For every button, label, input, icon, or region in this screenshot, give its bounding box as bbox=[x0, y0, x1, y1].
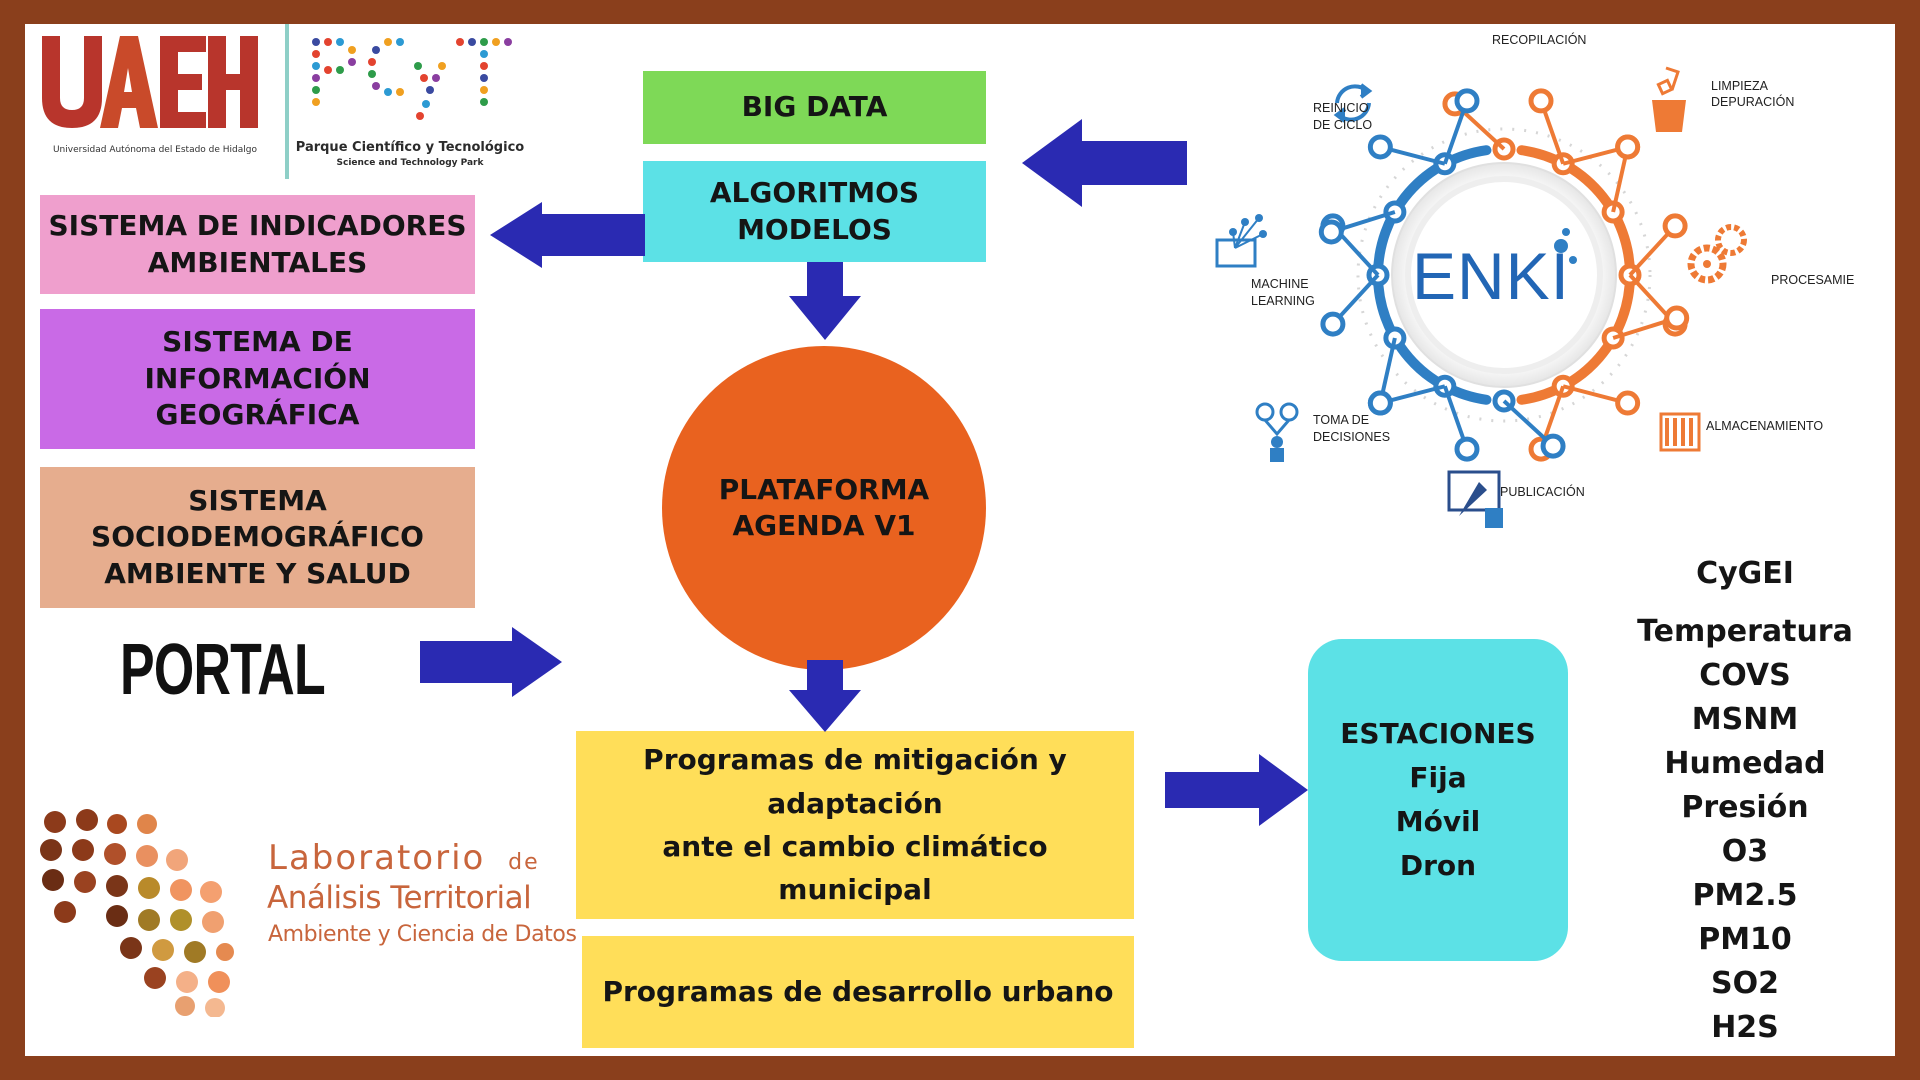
plataforma-line-2: AGENDA V1 bbox=[732, 509, 916, 542]
sociodemografico-box: SISTEMA SOCIODEMOGRÁFICO AMBIENTE Y SALU… bbox=[40, 467, 475, 608]
enki-label-recopilacion: RECOPILACIÓN bbox=[1492, 32, 1586, 47]
enki-end-node bbox=[1454, 88, 1480, 114]
variable-item: MSNM bbox=[1691, 702, 1799, 737]
arrow-enki-to-bigdata bbox=[1022, 119, 1187, 207]
plataforma-line-1: PLATAFORMA bbox=[718, 472, 930, 506]
enki-label-publicacion: PUBLICACIÓN bbox=[1500, 484, 1585, 499]
enki-label-almacenamiento: ALMACENAMIENTO bbox=[1706, 419, 1823, 433]
enki-ring-node bbox=[1383, 200, 1407, 224]
variable-item: Presión bbox=[1681, 790, 1809, 825]
arrow-mitigacion-to-estaciones bbox=[1165, 754, 1308, 826]
enki-label-procesamiento: PROCESAMIENTO bbox=[1771, 273, 1855, 287]
arrow-algoritmos-to-plataforma bbox=[789, 262, 861, 340]
lab-title: Laboratorio de bbox=[268, 838, 540, 878]
variables-list: CyGEI Temperatura COVS MSNM Humedad Pres… bbox=[1620, 552, 1870, 1050]
arrow-plataforma-to-mitigacion bbox=[789, 660, 861, 732]
enki-end-node bbox=[1664, 305, 1690, 331]
refresh-icon bbox=[1333, 83, 1373, 123]
mitigacion-line-1: Programas de mitigación y bbox=[643, 743, 1067, 777]
rocket-icon bbox=[1447, 470, 1503, 528]
socio-line-3: AMBIENTE Y SALUD bbox=[104, 556, 411, 590]
gears-icon bbox=[1687, 224, 1747, 284]
uaeh-caption: Universidad Autónoma del Estado de Hidal… bbox=[52, 145, 258, 155]
variable-item: H2S bbox=[1711, 1010, 1779, 1045]
estaciones-line-4: Dron bbox=[1399, 849, 1477, 883]
enki-center-label: ENKI bbox=[1412, 239, 1570, 313]
portal-label: PORTAL bbox=[120, 630, 326, 710]
enki-end-node bbox=[1615, 134, 1641, 160]
enki-end-node bbox=[1318, 219, 1344, 245]
indicadores-line-2: AMBIENTALES bbox=[147, 245, 368, 279]
arrow-portal-to-plataforma bbox=[420, 627, 562, 697]
variable-item: SO2 bbox=[1711, 966, 1779, 1001]
desarrollo-box: Programas de desarrollo urbano bbox=[582, 936, 1134, 1048]
uaeh-pcyt-logo: Universidad Autónoma del Estado de Hidal… bbox=[25, 24, 530, 179]
pcyt-subtitle: Science and Technology Park bbox=[336, 158, 484, 168]
enki-end-node bbox=[1540, 433, 1566, 459]
variable-item: PM10 bbox=[1698, 922, 1792, 957]
estaciones-line-2: Fija bbox=[1409, 760, 1467, 794]
machine-learning-icon bbox=[1215, 214, 1267, 268]
enki-ring-node bbox=[1601, 326, 1625, 350]
lab-ambiente: Ambiente y Ciencia de Datos bbox=[268, 922, 577, 947]
lab-analisis: Análisis Territorial bbox=[267, 880, 532, 916]
estaciones-box: ESTACIONES Fija Móvil Dron bbox=[1308, 639, 1568, 961]
enki-end-node bbox=[1528, 88, 1554, 114]
algoritmos-line-1: ALGORITMOS bbox=[709, 176, 920, 210]
informacion-line-2: GEOGRÁFICA bbox=[155, 398, 360, 432]
bucket-icon bbox=[1652, 66, 1686, 132]
variable-item: PM2.5 bbox=[1692, 878, 1798, 913]
indicadores-box: SISTEMA DE INDICADORES AMBIENTALES bbox=[40, 195, 475, 294]
socio-line-1: SISTEMA bbox=[188, 483, 327, 517]
enki-end-node bbox=[1367, 134, 1393, 160]
variable-item: Temperatura bbox=[1637, 614, 1853, 649]
algoritmos-line-2: MODELOS bbox=[737, 212, 892, 246]
estaciones-line-1: ESTACIONES bbox=[1340, 716, 1536, 750]
indicadores-line-1: SISTEMA DE INDICADORES bbox=[48, 209, 467, 243]
pcyt-logo-mark bbox=[310, 36, 520, 126]
variable-item: Humedad bbox=[1664, 746, 1826, 781]
variable-item: O3 bbox=[1721, 834, 1769, 869]
enki-end-node bbox=[1320, 311, 1346, 337]
enki-end-node bbox=[1367, 390, 1393, 416]
laboratorio-dots-mark bbox=[40, 809, 234, 1017]
uaeh-logo-mark bbox=[42, 36, 258, 146]
mitigacion-line-4: municipal bbox=[778, 873, 932, 907]
enki-end-node bbox=[1615, 390, 1641, 416]
estaciones-line-3: Móvil bbox=[1395, 805, 1481, 838]
lab-title-de: de bbox=[508, 850, 540, 875]
big-data-box: BIG DATA bbox=[643, 71, 986, 144]
logo-divider bbox=[285, 24, 289, 179]
mitigacion-line-2: adaptación bbox=[767, 786, 943, 820]
storage-icon bbox=[1659, 412, 1701, 452]
variable-item: COVS bbox=[1699, 658, 1791, 693]
enki-end-node bbox=[1454, 436, 1480, 462]
lab-title-main: Laboratorio bbox=[268, 838, 486, 878]
pcyt-name: Parque Científico y Tecnológico bbox=[295, 140, 525, 155]
enki-end-node bbox=[1662, 213, 1688, 239]
informacion-box: SISTEMA DE INFORMACIÓN GEOGRÁFICA bbox=[40, 309, 475, 449]
socio-line-2: SOCIODEMOGRÁFICO bbox=[91, 520, 424, 554]
informacion-line-1: SISTEMA DE INFORMACIÓN bbox=[144, 325, 371, 395]
diagram-canvas: Universidad Autónoma del Estado de Hidal… bbox=[25, 24, 1895, 1056]
algoritmos-box: ALGORITMOS MODELOS bbox=[643, 161, 986, 262]
plataforma-circle: PLATAFORMA AGENDA V1 bbox=[662, 346, 986, 670]
mitigacion-line-3: ante el cambio climático bbox=[662, 830, 1048, 863]
arrow-algoritmos-to-indicadores bbox=[490, 202, 645, 268]
variables-heading: CyGEI bbox=[1696, 556, 1794, 591]
laboratorio-logo: Laboratorio de Análisis Territorial Ambi… bbox=[35, 792, 577, 1032]
decision-icon bbox=[1255, 402, 1299, 462]
mitigacion-box: Programas de mitigación y adaptación ant… bbox=[576, 731, 1134, 919]
